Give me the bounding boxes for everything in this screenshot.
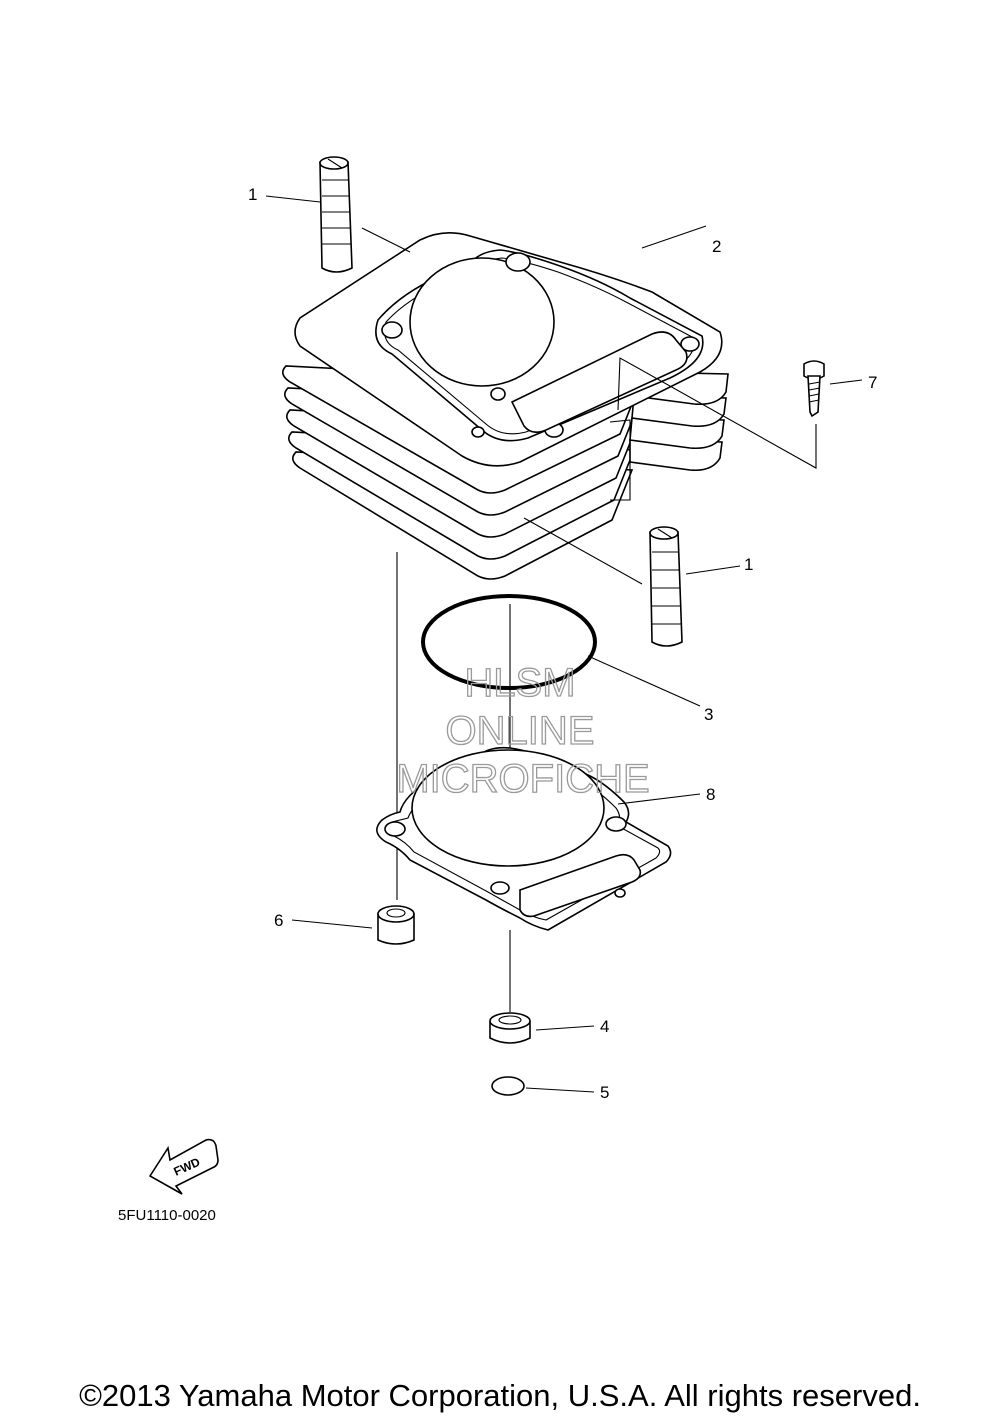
o-ring-large: [421, 594, 701, 707]
watermark-line-3: MICROFICHE: [396, 757, 649, 801]
callout-5: 5: [600, 1083, 609, 1102]
dowel-pin-leaders: [265, 195, 741, 585]
dowel-pin-upper: [319, 156, 353, 273]
callout-8: 8: [706, 785, 715, 804]
watermark-line-1: HLSM: [464, 661, 575, 705]
copyright-notice: ©2013 Yamaha Motor Corporation, U.S.A. A…: [79, 1378, 921, 1413]
callout-3: 3: [704, 705, 713, 724]
dowel-pin-lower: [649, 526, 683, 647]
bushing: [489, 1012, 595, 1044]
watermark-line-2: ONLINE: [446, 709, 595, 753]
callout-7: 7: [868, 373, 877, 392]
cylinder-block: [282, 225, 729, 580]
callout-1-lower: 1: [744, 555, 753, 574]
callout-labels: 1 2 7 1 3 8 6 4 5: [248, 185, 877, 1102]
callout-6: 6: [274, 911, 283, 930]
watermark: HLSM ONLINE MICROFICHE: [396, 660, 651, 801]
bolt: [617, 357, 863, 469]
callout-2: 2: [712, 237, 721, 256]
callout-1-upper: 1: [248, 185, 257, 204]
fwd-arrow-icon: FWD: [148, 1138, 219, 1195]
o-ring-small: [491, 1076, 595, 1096]
cylinder-gasket: [376, 746, 701, 931]
callout-4: 4: [600, 1017, 609, 1036]
diagram-code: 5FU1110-0020: [118, 1207, 216, 1224]
dowel-collar: [291, 905, 415, 945]
